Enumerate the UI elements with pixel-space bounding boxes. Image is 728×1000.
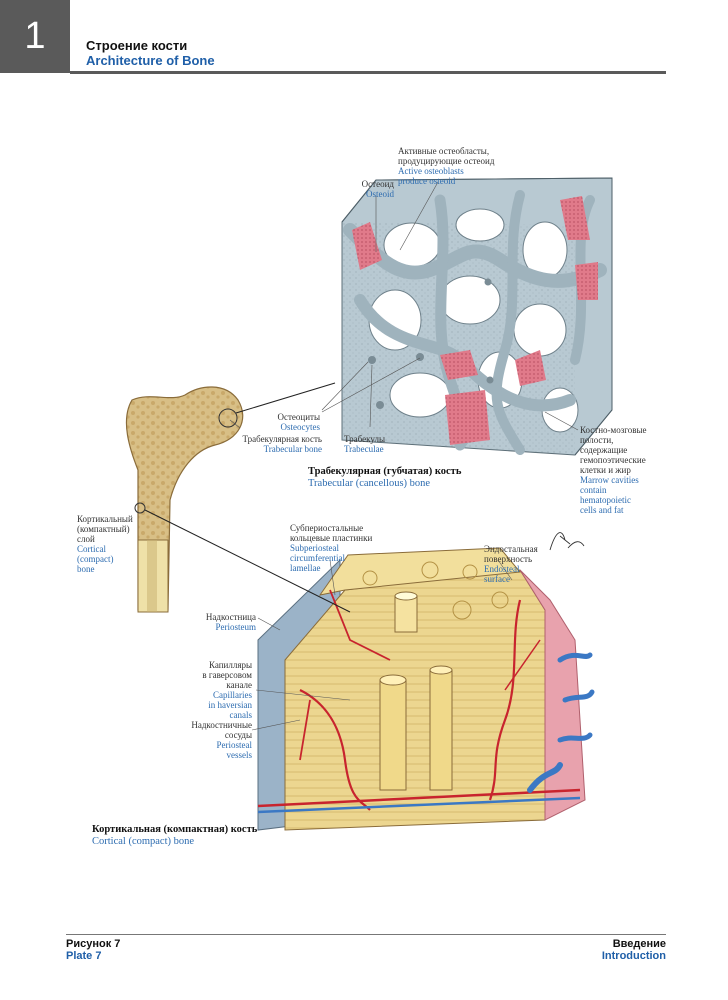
femur-to-cortical-line (144, 509, 351, 613)
leader-lines (229, 181, 579, 731)
label-osteoblasts: Активные остеобласты, продуцирующие осте… (398, 146, 495, 186)
chapter-number-tab: 1 (0, 0, 70, 73)
label-trabeculae: Трабекулы Trabeculae (344, 434, 385, 454)
femur-to-trabecular-line (235, 382, 336, 414)
header-rule (70, 71, 666, 74)
plate-number-en: Plate 7 (66, 950, 102, 962)
label-endosteal-surface: Эндостальная поверхность Endosteal surfa… (484, 544, 538, 584)
label-periosteum: Надкостница Periosteum (205, 612, 256, 632)
cortical-block (257, 547, 595, 831)
trabecular-cube (341, 177, 613, 456)
section-name-en: Introduction (601, 950, 666, 962)
label-marrow-cavities: Костно-мозговые полости, содержащие гемо… (580, 425, 647, 515)
artist-signature (549, 532, 585, 551)
footer-rule (66, 934, 666, 935)
femur (125, 386, 244, 613)
cortical-title: Кортикальная (компактная) кость Cortical… (92, 824, 258, 847)
label-trabecular-bone: Трабекулярная кость Trabecular bone (242, 434, 322, 454)
label-subperiosteal-lamellae: Субпериостальные кольцевые пластинки Sub… (290, 523, 373, 573)
page-title-ru: Строение кости (86, 38, 188, 53)
label-capillaries: Капилляры в гаверсовом канале Capillarie… (202, 660, 252, 720)
label-osteocytes: Остеоциты Osteocytes (277, 412, 320, 432)
label-periosteal-vessels: Надкостничные сосуды Periosteal vessels (191, 720, 252, 760)
page-title-en: Architecture of Bone (86, 53, 215, 68)
trabecular-title: Трабекулярная (губчатая) кость Trabecula… (308, 466, 462, 489)
plate-number-ru: Рисунок 7 (66, 938, 121, 950)
label-cortical-layer: Кортикальный (компактный) слой Cortical … (77, 514, 133, 574)
label-osteoid: Остеоид Osteoid (361, 179, 394, 199)
section-name-ru: Введение (612, 938, 666, 950)
